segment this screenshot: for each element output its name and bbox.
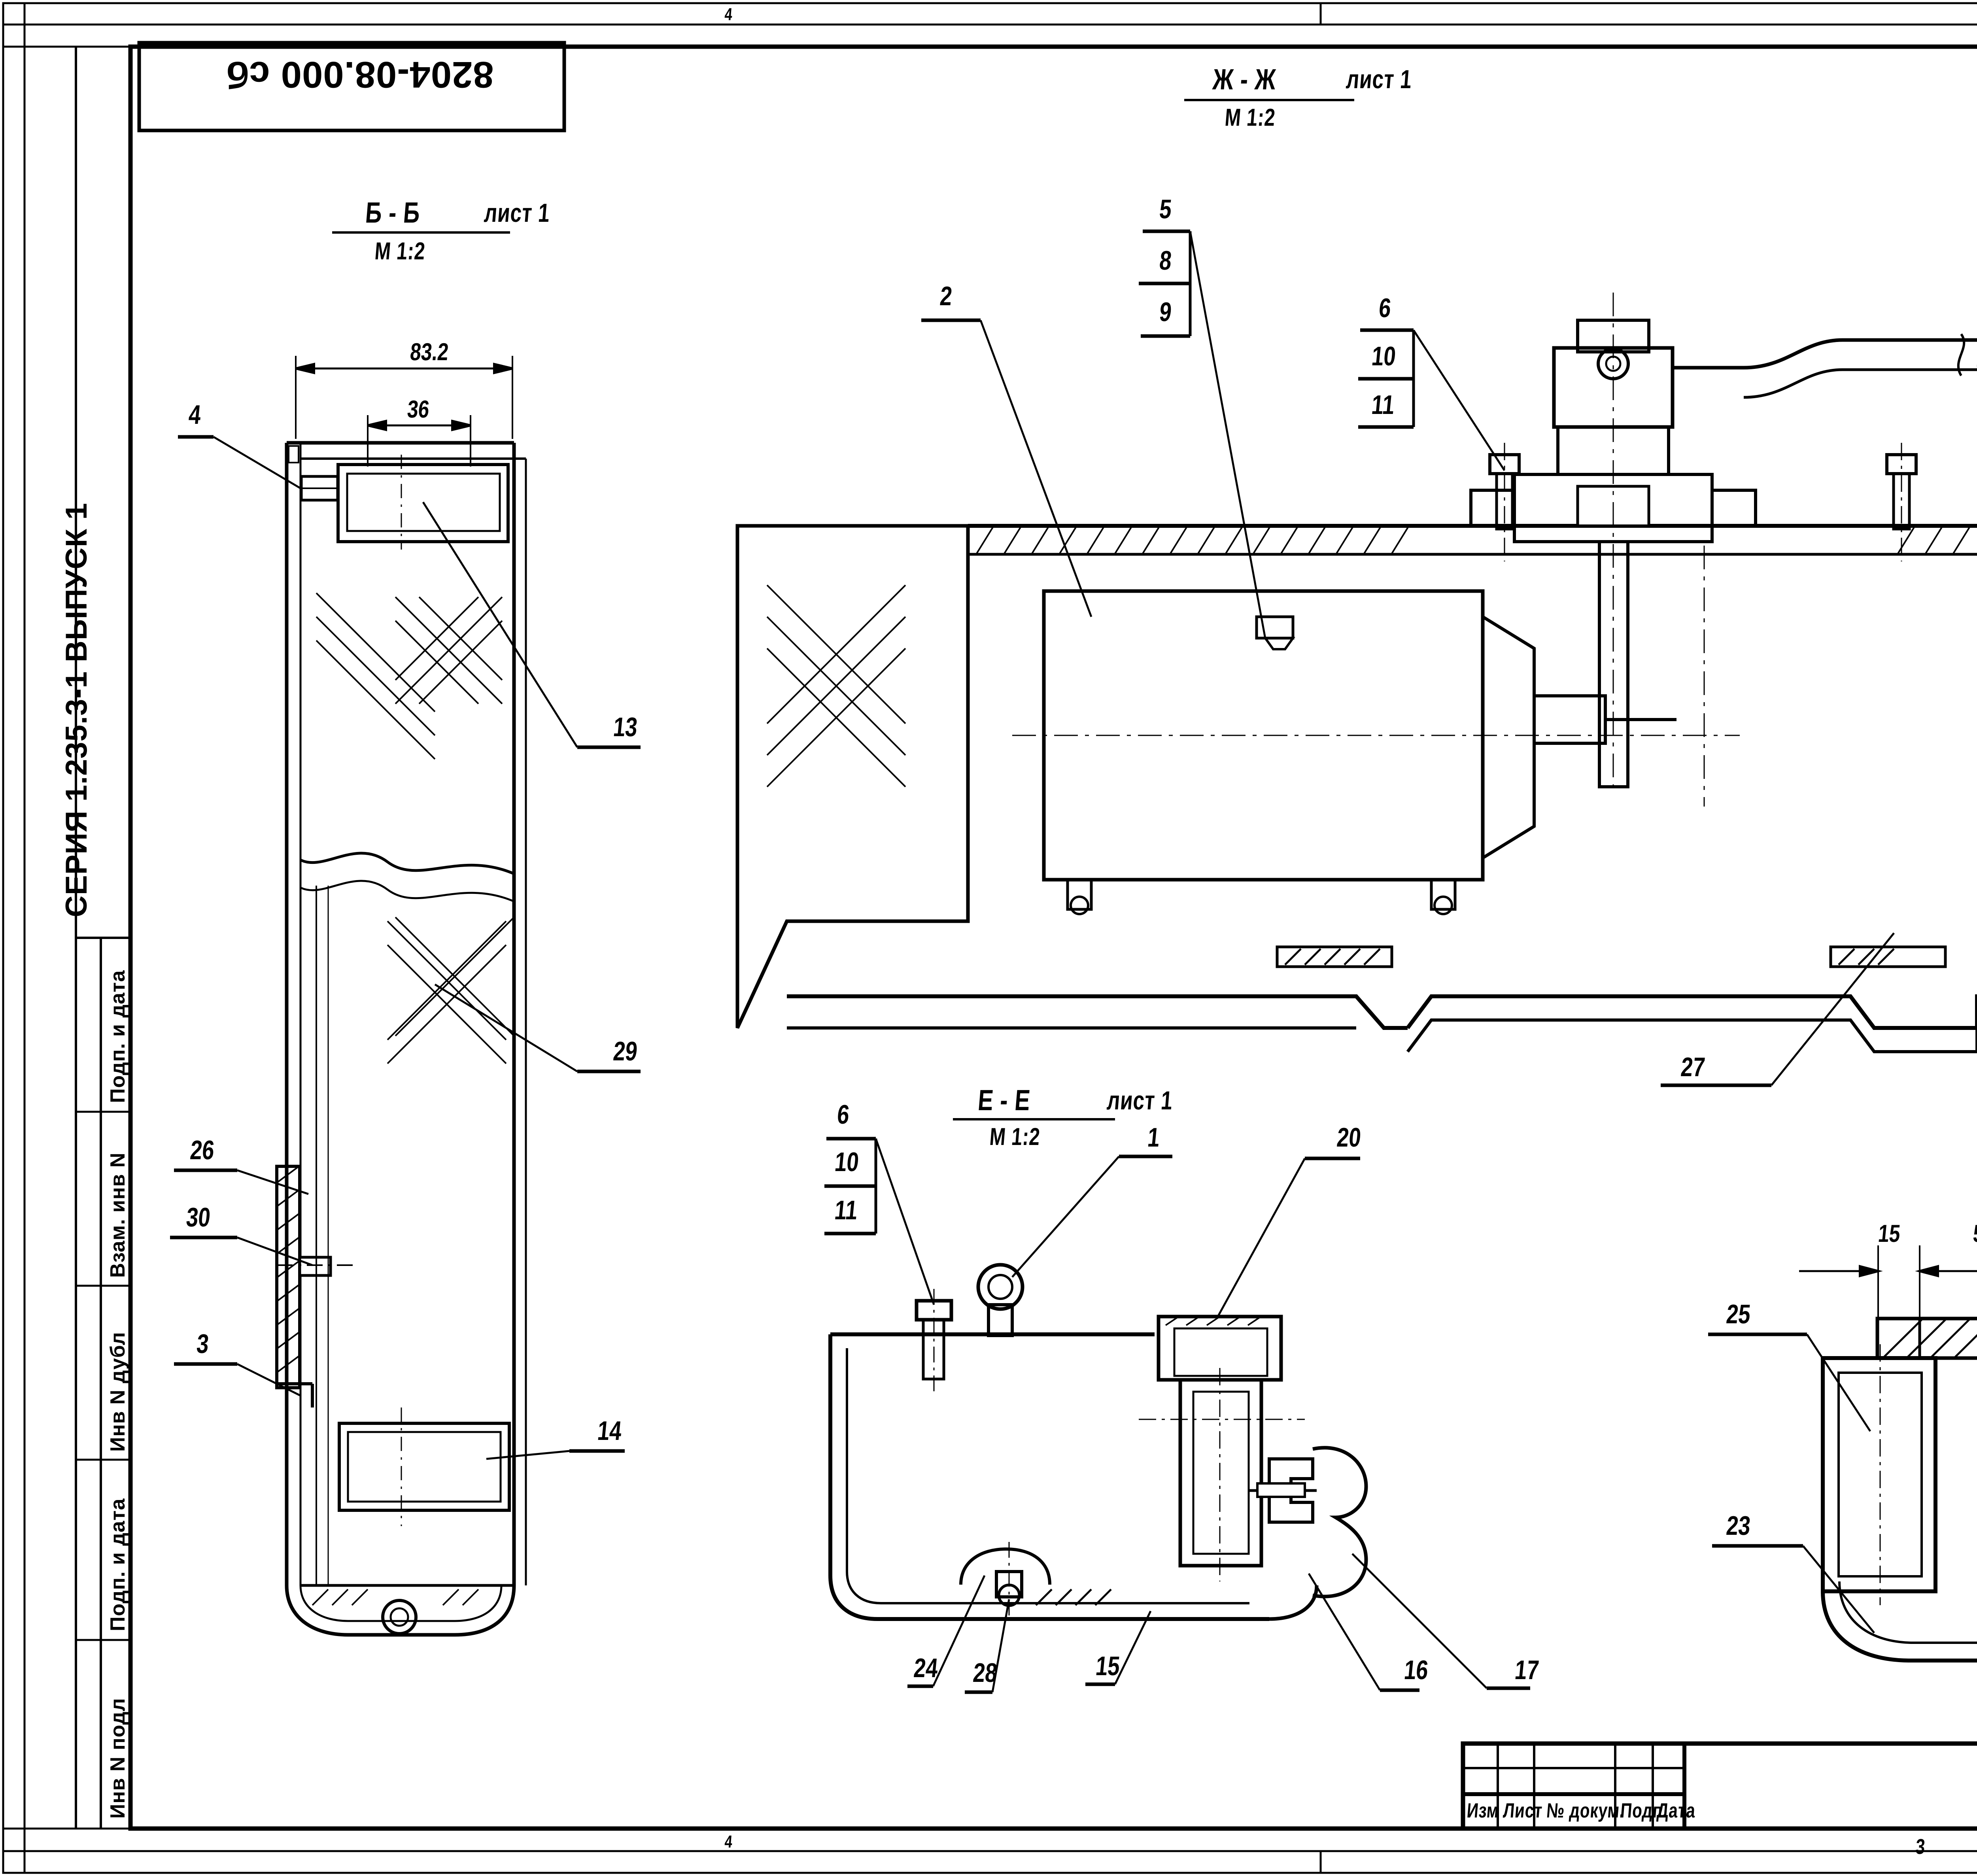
view-zh-underline	[1184, 99, 1354, 101]
view-ee-underline	[953, 1118, 1115, 1120]
title-header-podp: Подп.	[1620, 1799, 1669, 1822]
title-header-izm: Изм	[1466, 1799, 1500, 1822]
title-header-data: Дата	[1656, 1799, 1697, 1822]
title-bottom-zone: 3	[1915, 1835, 1926, 1859]
title-header-dokum: № докум.	[1546, 1799, 1625, 1822]
view-bb-underline	[332, 231, 510, 234]
title-header-list: Лист	[1502, 1799, 1544, 1822]
